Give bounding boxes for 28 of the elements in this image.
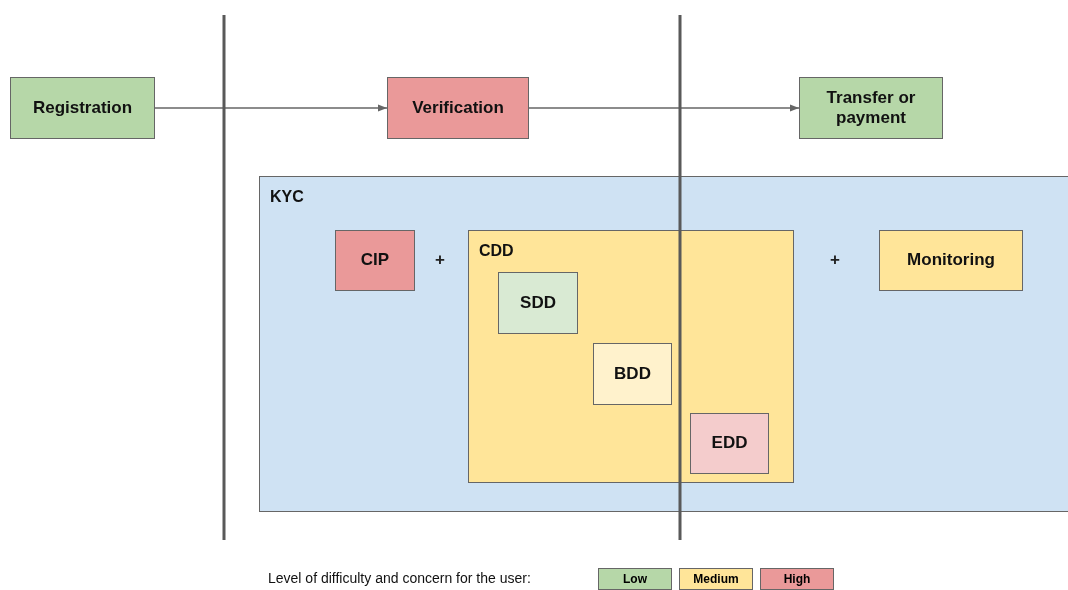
box-label: Monitoring	[907, 250, 995, 271]
process-box	[10, 77, 155, 139]
box-label: EDD	[711, 433, 748, 454]
box-label: SDD	[520, 292, 556, 314]
legend-swatch: Low	[598, 568, 672, 590]
box-label: Registration	[32, 97, 133, 119]
group-panel	[468, 230, 794, 483]
group-title: CDD	[479, 241, 514, 261]
plus-sign: +	[830, 250, 840, 270]
box-label: BDD	[614, 363, 651, 385]
plus-sign: +	[435, 250, 445, 270]
arrow	[528, 104, 800, 112]
process-box	[879, 230, 1023, 291]
process-box	[593, 343, 672, 405]
box-label: CIP	[360, 250, 390, 271]
group-title: KYC	[270, 187, 304, 207]
legend-title: Level of difficulty and concern for the user:	[268, 570, 531, 586]
group-panel	[259, 176, 1068, 512]
process-box	[335, 230, 415, 291]
box-label: Verification	[412, 97, 504, 119]
arrow	[154, 104, 388, 112]
process-box	[799, 77, 943, 139]
legend-swatch: Medium	[679, 568, 753, 590]
legend-swatch: High	[760, 568, 834, 590]
process-box	[498, 272, 578, 334]
box-label: Transfer or payment	[825, 87, 917, 129]
process-box	[690, 413, 769, 474]
process-box	[387, 77, 529, 139]
